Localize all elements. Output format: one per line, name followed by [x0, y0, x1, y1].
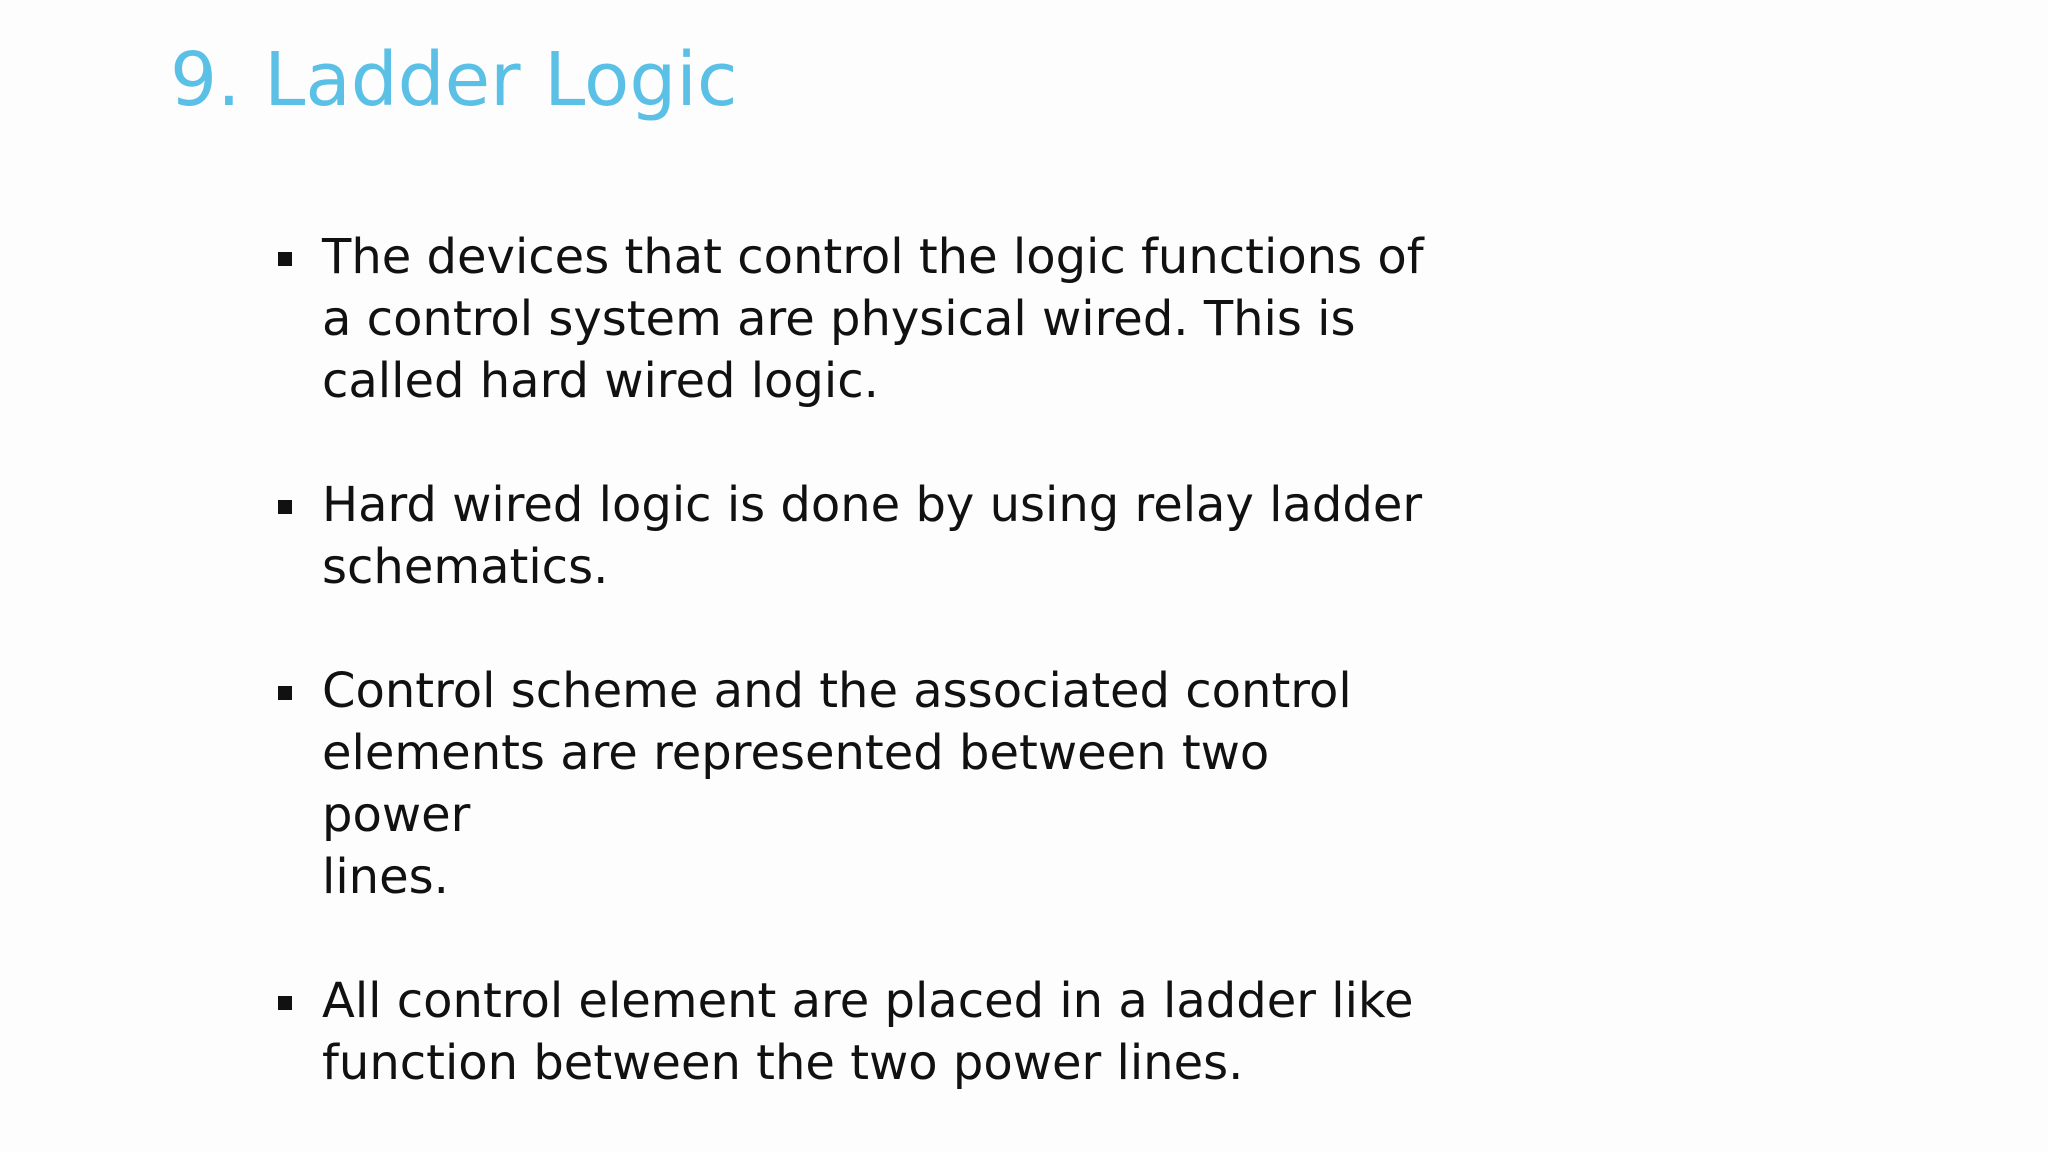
square-bullet-icon	[278, 686, 292, 700]
bullet-item: The devices that control the logic funct…	[270, 226, 1430, 412]
bullet-item: Control scheme and the associated contro…	[270, 660, 1430, 908]
square-bullet-icon	[278, 252, 292, 266]
bullet-item: All control element are placed in a ladd…	[270, 970, 1430, 1094]
bullet-text: All control element are placed in a ladd…	[322, 973, 1414, 1091]
bullet-text: Control scheme and the associated contro…	[322, 663, 1352, 905]
square-bullet-icon	[278, 500, 292, 514]
bullet-list: The devices that control the logic funct…	[270, 226, 1430, 1152]
bullet-text: The devices that control the logic funct…	[322, 229, 1424, 409]
square-bullet-icon	[278, 996, 292, 1010]
bullet-item: Hard wired logic is done by using relay …	[270, 474, 1430, 598]
bullet-text: Hard wired logic is done by using relay …	[322, 477, 1423, 595]
slide-title: 9. Ladder Logic	[170, 37, 738, 123]
